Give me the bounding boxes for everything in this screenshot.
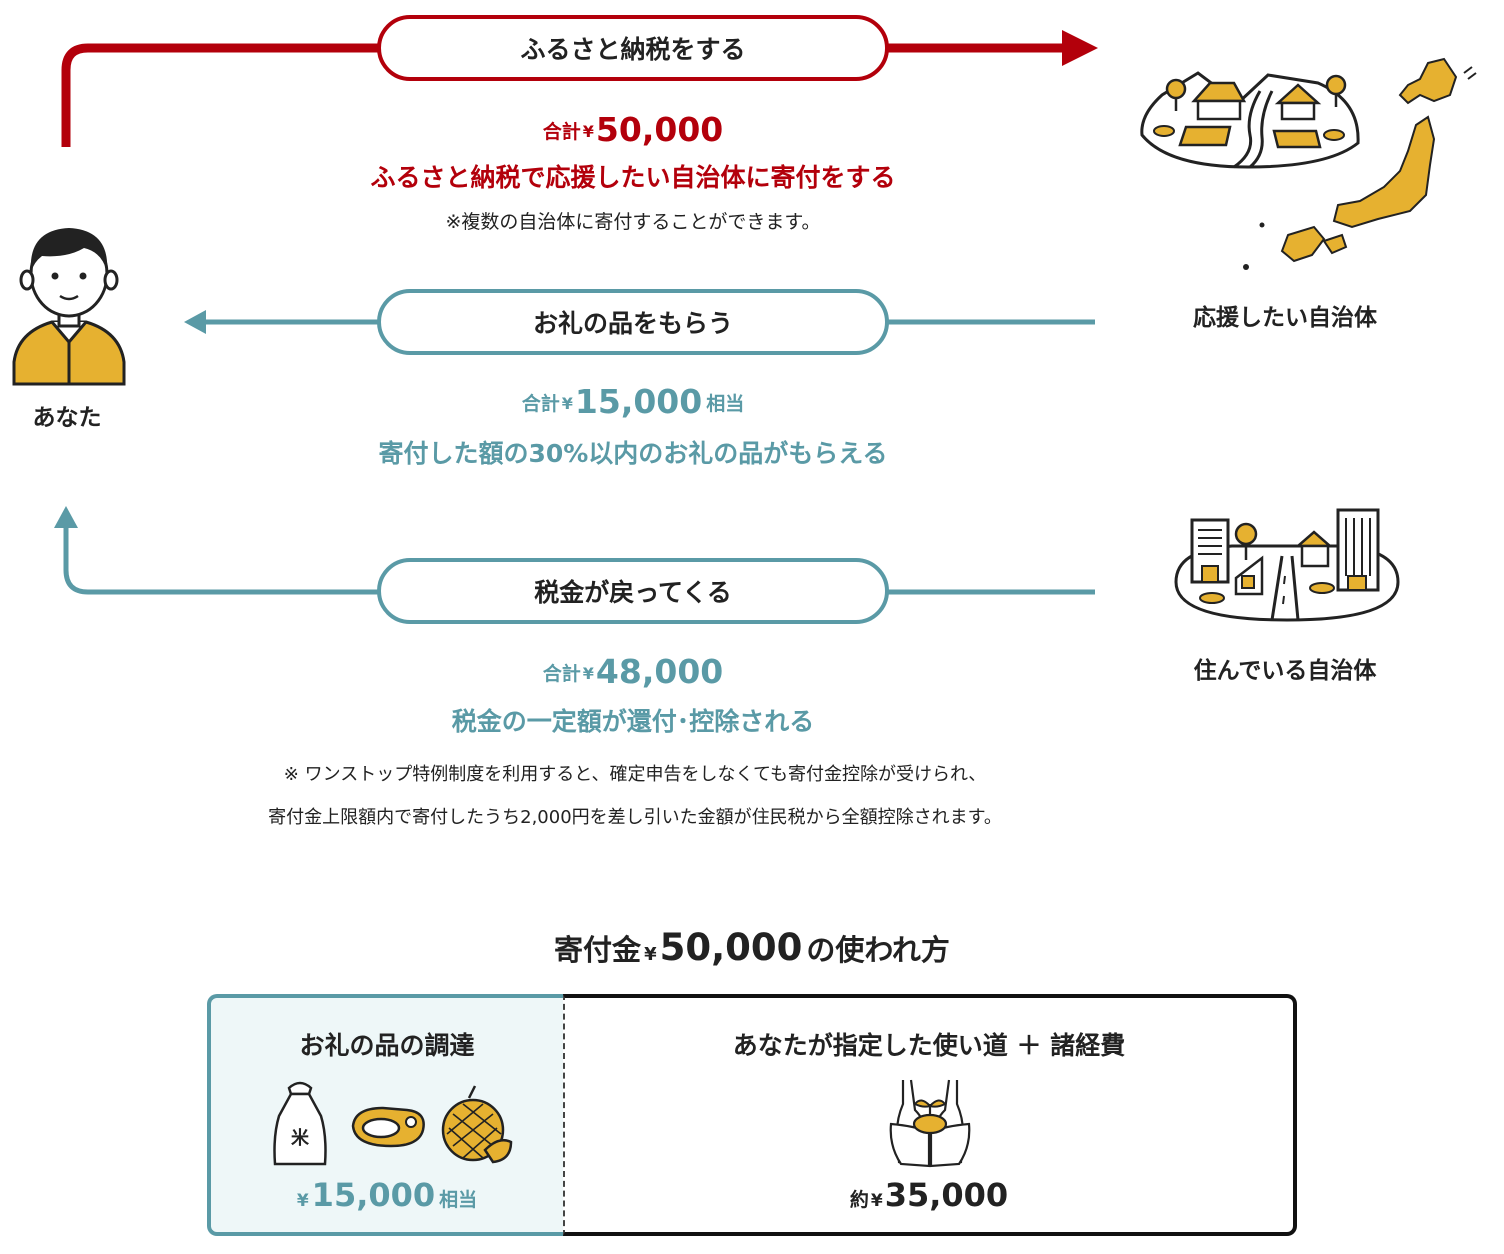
rice-bag-icon: 米 <box>273 1081 327 1166</box>
total-suffix: 相当 <box>706 393 745 415</box>
rice-mark: 米 <box>291 1127 310 1149</box>
gift-procurement-title: お礼の品の調達 <box>299 1031 475 1060</box>
step-tax-note-2: 寄付金上限額内で寄付したうち2,000円を差し引いた金額が住民税から全額控除され… <box>268 807 1002 828</box>
gift-amount: 15,000 <box>311 1176 436 1214</box>
step-tax-description: 税金の一定額が還付･控除される <box>451 707 815 736</box>
step-donate-description: ふるさと納税で応援したい自治体に寄付をする <box>370 163 896 192</box>
melon-icon <box>441 1085 513 1164</box>
step-tax-total: 合計¥48,000 <box>380 652 886 691</box>
supported-municipality-icon <box>1140 57 1477 270</box>
usage-amount: 約¥35,000 <box>565 1176 1293 1214</box>
breakdown-title-suffix: の使われ方 <box>806 933 950 967</box>
total-prefix: 合計 <box>542 663 581 685</box>
step-donate-note: ※複数の自治体に寄付することができます。 <box>445 211 821 233</box>
yen-sign: ¥ <box>561 394 573 413</box>
total-prefix: 合計 <box>542 121 581 143</box>
yen-sign: ¥ <box>644 944 657 965</box>
breakdown-title-amount: 50,000 <box>659 926 803 969</box>
step-donate-total: 合計¥50,000 <box>380 110 886 149</box>
donate-arrow-head <box>1062 30 1098 66</box>
tax-arrow-line-left <box>63 524 380 595</box>
step-gift-description: 寄付した額の30%以内のお礼の品がもらえる <box>378 439 888 468</box>
step-tax-note-1: ※ ワンストップ特例制度を利用すると、確定申告をしなくても寄付金控除が受けられ、 <box>283 764 987 785</box>
tax-arrow-head <box>54 506 78 528</box>
person-icon <box>12 228 126 386</box>
hands-sprout-icon <box>889 1079 971 1168</box>
home-municipality-icon <box>1174 508 1400 622</box>
total-amount: 15,000 <box>574 382 703 421</box>
gift-arrow-head <box>184 310 206 334</box>
usage-amount-value: 35,000 <box>884 1176 1009 1214</box>
yen-sign: ¥ <box>582 664 594 683</box>
yen-sign: ¥ <box>870 1191 883 1211</box>
step-gift-pill: お礼の品をもらう <box>377 289 889 355</box>
breakdown-usage-section: あなたが指定した使い道 ＋ 諸経費 約¥35,000 <box>563 994 1297 1236</box>
yen-sign: ¥ <box>296 1191 309 1211</box>
total-amount: 48,000 <box>595 652 724 691</box>
total-prefix: 合計 <box>521 393 560 415</box>
meat-icon <box>351 1106 425 1148</box>
step-tax-pill: 税金が戻ってくる <box>377 558 889 624</box>
usage-title: あなたが指定した使い道 ＋ 諸経費 <box>732 1031 1126 1060</box>
yen-sign: ¥ <box>582 122 594 141</box>
step-donate-pill: ふるさと納税をする <box>377 15 889 81</box>
gift-amount-suffix: 相当 <box>439 1189 478 1211</box>
actor-you-label: あなた <box>32 405 102 431</box>
actor-home-label: 住んでいる自治体 <box>1193 658 1377 684</box>
breakdown-title-prefix: 寄付金 <box>554 933 642 967</box>
usage-amount-prefix: 約 <box>849 1189 869 1211</box>
actor-supported-label: 応援したい自治体 <box>1193 305 1377 331</box>
total-amount: 50,000 <box>595 110 724 149</box>
donate-arrow-line <box>61 43 380 147</box>
flow-arrows <box>54 30 1098 595</box>
